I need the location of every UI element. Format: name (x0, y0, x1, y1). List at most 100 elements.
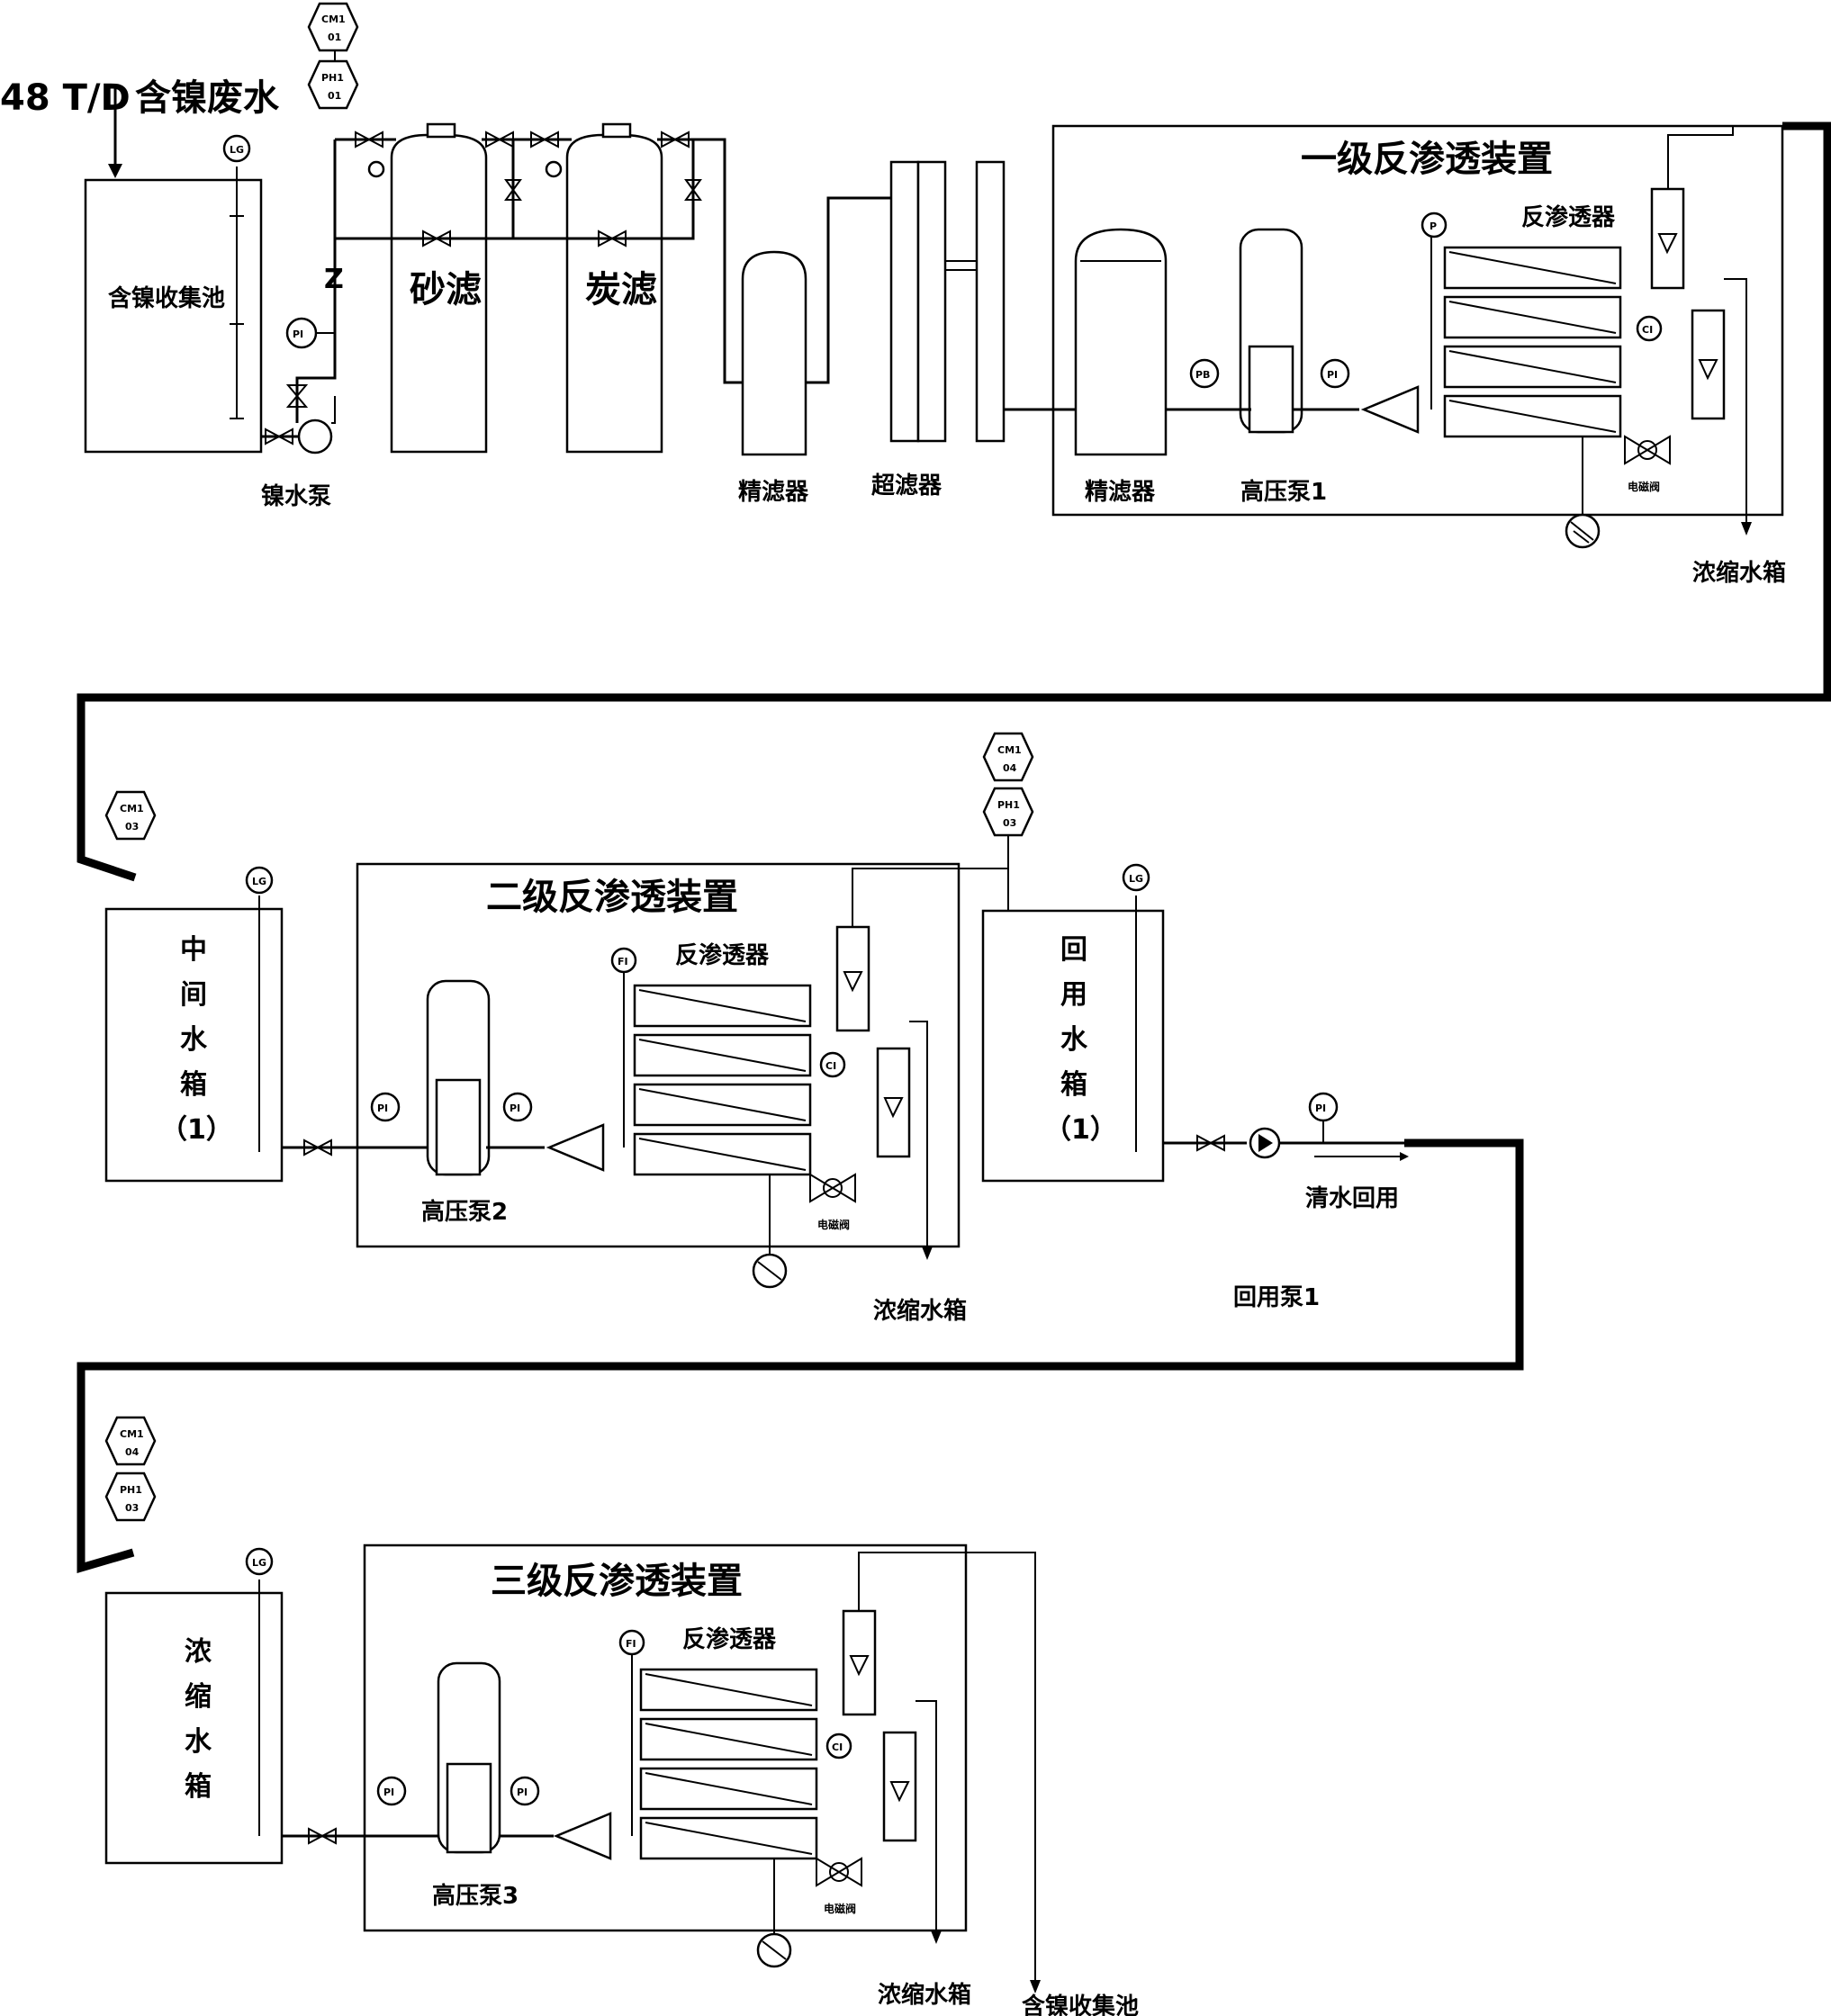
svg-text:CI: CI (832, 1742, 843, 1753)
discharge-valve-icon (285, 384, 309, 408)
ultrafilter-2 (916, 160, 947, 443)
ro-stage-1-frame (1051, 124, 1784, 517)
svg-text:03: 03 (125, 821, 139, 832)
precision-filter-1 (741, 250, 807, 456)
ultrafilter-1 (889, 160, 920, 443)
svg-text:水: 水 (180, 1024, 208, 1056)
concentrate-tank-label-1: 浓缩水箱 (1692, 559, 1786, 587)
row2-to-row3-pipe (77, 1138, 1524, 1574)
svg-text:CM1: CM1 (120, 1428, 144, 1440)
collect-pool-return-label: 含镍收集池 (1022, 1993, 1139, 2016)
svg-text:01: 01 (328, 32, 341, 43)
svg-text:CM1: CM1 (321, 14, 346, 25)
hp-pump-1-label: 高压泵1 (1240, 478, 1327, 506)
svg-text:（1）: （1） (160, 1114, 233, 1146)
ro-stage-1-title: 一级反渗透装置 (1301, 139, 1553, 180)
flow-rate-label: 48 T/D (0, 77, 131, 119)
svg-text:04: 04 (1003, 762, 1017, 774)
svg-text:01: 01 (328, 90, 341, 102)
svg-text:高压泵2: 高压泵2 (421, 1198, 508, 1226)
svg-text:电磁阀: 电磁阀 (824, 1902, 856, 1915)
reuse-tank (981, 909, 1165, 1183)
svg-text:回: 回 (1060, 934, 1087, 966)
svg-text:缩: 缩 (185, 1681, 212, 1713)
svg-text:FI: FI (626, 1638, 636, 1650)
svg-text:浓缩水箱: 浓缩水箱 (878, 1981, 971, 2009)
svg-text:反渗透器: 反渗透器 (675, 941, 770, 969)
svg-text:PH1: PH1 (321, 72, 344, 84)
nickel-pump-label: 镍水泵 (261, 483, 331, 510)
svg-text:精滤器: 精滤器 (1085, 479, 1156, 506)
intermediate-tank (104, 907, 284, 1183)
svg-text:LG: LG (1129, 873, 1143, 885)
level-indicator-label: LG (230, 144, 244, 156)
svg-text:反渗透器: 反渗透器 (682, 1625, 777, 1653)
ro1-to-mid-tank-pipe (77, 122, 1831, 882)
level-indicator-icon (222, 134, 251, 163)
svg-text:水: 水 (185, 1726, 212, 1758)
svg-text:浓缩水箱: 浓缩水箱 (873, 1297, 967, 1325)
collection-tank (84, 178, 263, 454)
ro-stage-2-title: 二级反渗透装置 (486, 877, 738, 918)
ro-stage-3-frame (363, 1544, 968, 1932)
svg-text:箱: 箱 (180, 1069, 207, 1101)
svg-text:CM1: CM1 (997, 744, 1022, 756)
reuse-pump-label: 回用泵1 (1233, 1284, 1320, 1311)
svg-text:间: 间 (180, 979, 207, 1011)
ro-3-membranes (639, 1668, 818, 1860)
svg-text:PI: PI (293, 328, 303, 340)
svg-text:P: P (1430, 220, 1437, 232)
svg-text:电磁阀: 电磁阀 (817, 1218, 850, 1231)
carbon-filter-label: 炭滤 (585, 269, 657, 310)
svg-text:中: 中 (180, 934, 207, 966)
sand-filter-label: 砂滤 (410, 269, 482, 310)
ro-2-membranes (633, 984, 812, 1176)
svg-text:浓: 浓 (185, 1636, 212, 1668)
collection-tank-label: 含镍收集池 (108, 284, 225, 312)
svg-text:高压泵3: 高压泵3 (432, 1882, 519, 1910)
svg-text:PI: PI (1315, 1102, 1326, 1114)
pump-discharge-pipe (295, 140, 337, 423)
ro-1-membranes (1443, 246, 1622, 438)
svg-text:LG: LG (252, 1557, 266, 1569)
concentrate-tank (104, 1591, 284, 1865)
clean-reuse-label: 清水回用 (1305, 1185, 1399, 1212)
ultrafilter-label: 超滤器 (871, 472, 943, 500)
svg-text:用: 用 (1060, 979, 1087, 1011)
ro-stage-2-frame (356, 862, 961, 1248)
svg-text:水: 水 (1060, 1024, 1088, 1056)
svg-text:04: 04 (125, 1446, 140, 1458)
bypass-pipe (335, 140, 695, 240)
carbon-outlet-pipe (657, 138, 747, 384)
svg-text:03: 03 (1003, 817, 1016, 829)
svg-text:PI: PI (383, 1786, 394, 1798)
ro-membrane-label: 反渗透器 (1521, 203, 1616, 231)
svg-text:CM1: CM1 (120, 803, 144, 814)
conductivity-meter-icon (307, 2, 359, 52)
ro-stage-3-title: 三级反渗透装置 (491, 1561, 743, 1602)
svg-text:PI: PI (377, 1102, 388, 1114)
svg-text:Z: Z (324, 264, 344, 295)
svg-text:（1）: （1） (1044, 1114, 1117, 1146)
svg-text:电磁阀: 电磁阀 (1628, 480, 1660, 493)
svg-text:箱: 箱 (1060, 1069, 1087, 1101)
svg-text:CI: CI (825, 1060, 836, 1072)
svg-text:PB: PB (1195, 369, 1210, 381)
svg-text:PI: PI (1327, 369, 1338, 381)
svg-text:PI: PI (510, 1102, 520, 1114)
bypass-valves (355, 130, 702, 248)
svg-text:PH1: PH1 (120, 1484, 142, 1496)
flowmeter-icon (1650, 187, 1685, 290)
svg-text:LG: LG (252, 876, 266, 887)
svg-text:CI: CI (1642, 324, 1653, 336)
svg-text:箱: 箱 (185, 1771, 212, 1803)
nickel-pump-icon (297, 418, 333, 454)
svg-text:PI: PI (517, 1786, 528, 1798)
precision-filter-label: 精滤器 (738, 479, 809, 506)
ultrafilter-3 (975, 160, 1006, 443)
svg-text:FI: FI (618, 956, 628, 968)
inlet-arrowhead (108, 164, 122, 178)
svg-text:PH1: PH1 (997, 799, 1020, 811)
inlet-label: 含镍废水 (135, 77, 280, 119)
